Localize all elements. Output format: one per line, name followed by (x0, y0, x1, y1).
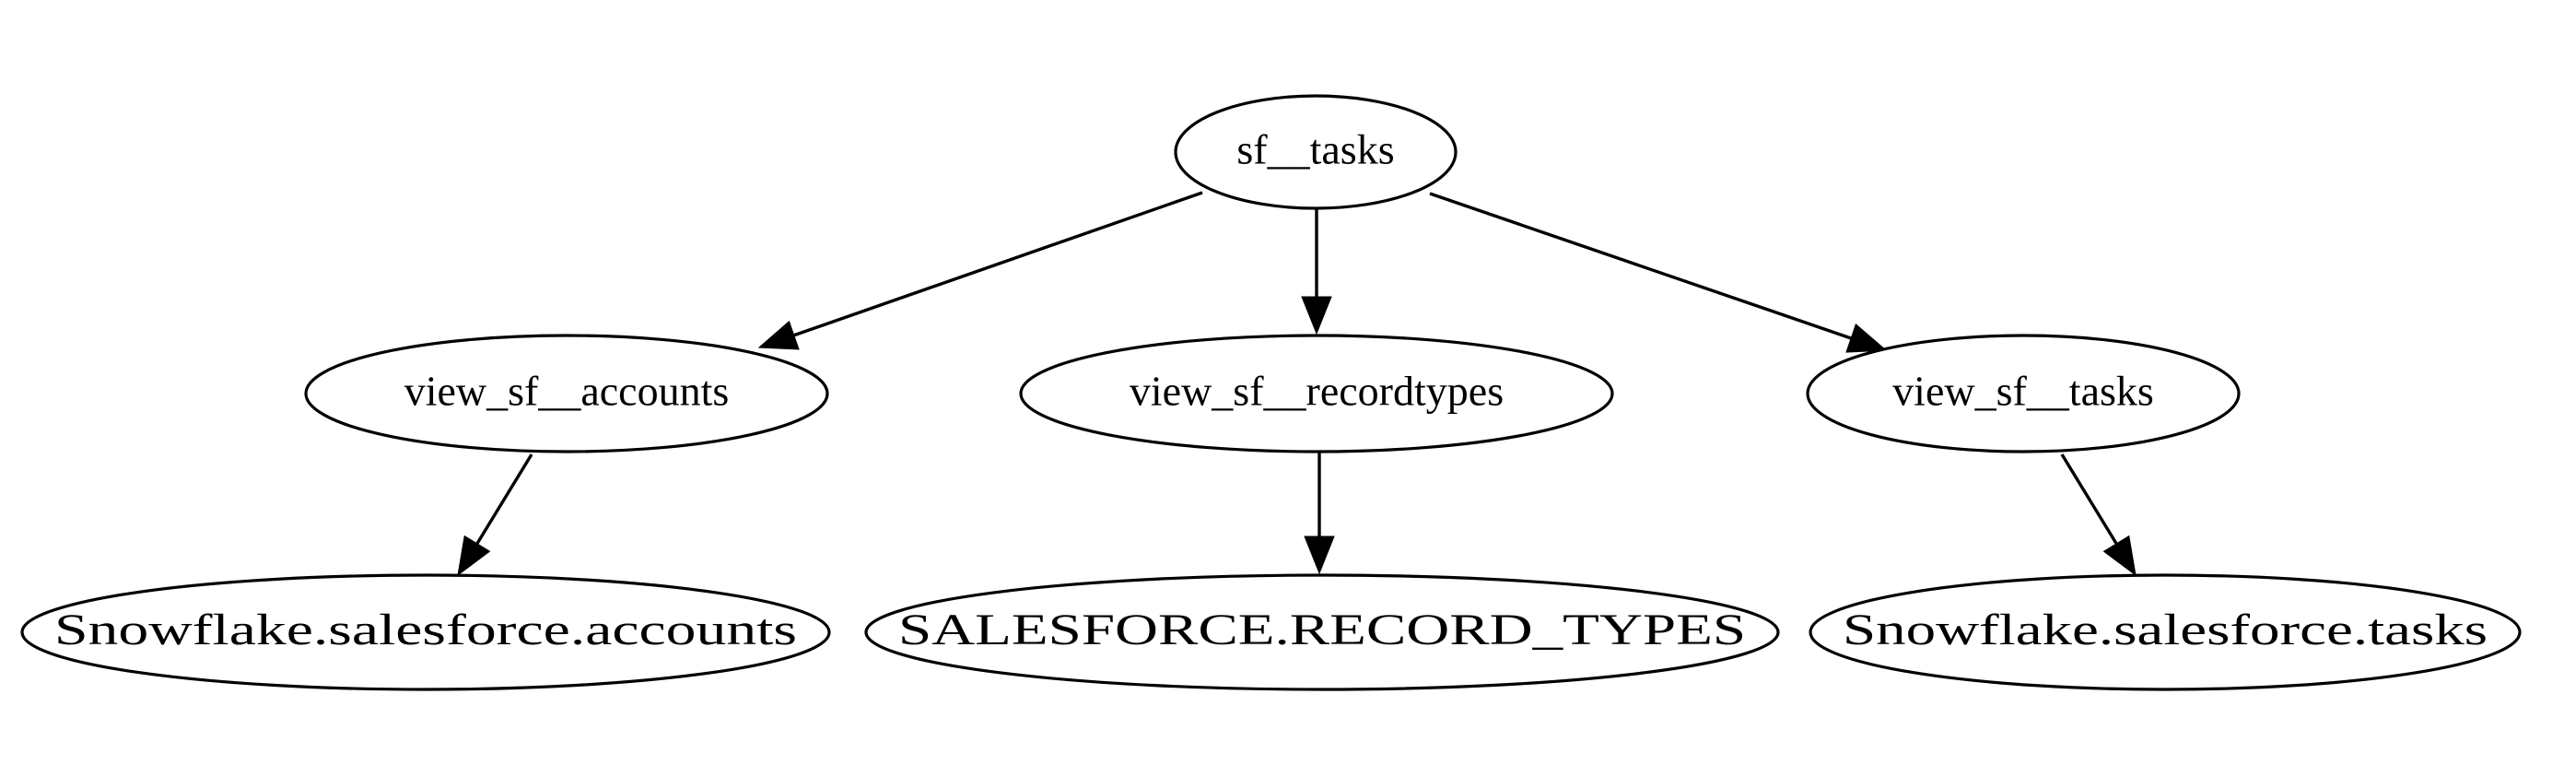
node-label: view_sf__recordtypes (1130, 368, 1504, 415)
node-label: sf__tasks (1236, 126, 1394, 173)
edge-line (788, 191, 1203, 339)
node-label: Snowflake.salesforce.accounts (54, 606, 797, 654)
graph-node-salesforce_record_types[interactable]: SALESFORCE.RECORD_TYPES (864, 573, 1780, 691)
node-label: SALESFORCE.RECORD_TYPES (898, 606, 1746, 654)
edge-view-sf-tasks-to-snowflake-tasks[interactable] (2060, 453, 2137, 577)
node-ellipse (864, 573, 1780, 691)
arrowhead-icon (757, 320, 800, 350)
node-ellipse (304, 334, 829, 453)
edge-line (1429, 192, 1857, 342)
node-ellipse (1019, 334, 1614, 453)
edge-view-sf-accounts-to-snowflake-accounts[interactable] (457, 453, 533, 577)
arrowhead-icon (1301, 296, 1332, 335)
node-ellipse (1806, 334, 2241, 453)
edge-view-sf-recordtypes-to-salesforce-record-types[interactable] (1304, 453, 1335, 575)
graph-node-sf__tasks[interactable]: sf__tasks (1174, 94, 1458, 210)
graph-node-view_sf__tasks[interactable]: view_sf__tasks (1806, 334, 2241, 453)
edge-line (2060, 453, 2121, 549)
graph-node-view_sf__accounts[interactable]: view_sf__accounts (304, 334, 829, 453)
arrowhead-icon (2102, 535, 2137, 577)
arrowhead-icon (457, 535, 491, 577)
node-ellipse (1809, 573, 2522, 691)
graph-node-view_sf__recordtypes[interactable]: view_sf__recordtypes (1019, 334, 1614, 453)
arrowhead-icon (1845, 324, 1888, 353)
graph-node-snowflake_salesforce_accounts[interactable]: Snowflake.salesforce.accounts (20, 573, 831, 691)
edge-sf-tasks-to-view-sf-recordtypes[interactable] (1301, 209, 1332, 335)
graph-node-snowflake_salesforce_tasks[interactable]: Snowflake.salesforce.tasks (1809, 573, 2522, 691)
node-layer: sf__tasks view_sf__accounts view_sf__recor… (20, 94, 2522, 691)
arrowhead-icon (1304, 536, 1335, 575)
node-label: view_sf__accounts (404, 368, 730, 415)
edge-sf-tasks-to-view-sf-accounts[interactable] (757, 191, 1203, 350)
edge-line (473, 453, 533, 549)
node-ellipse (1174, 94, 1458, 210)
edge-sf-tasks-to-view-sf-tasks[interactable] (1429, 192, 1888, 353)
edge-layer (457, 191, 2137, 577)
node-label: Snowflake.salesforce.tasks (1843, 606, 2488, 654)
node-ellipse (20, 573, 831, 691)
node-label: view_sf__tasks (1892, 368, 2154, 415)
